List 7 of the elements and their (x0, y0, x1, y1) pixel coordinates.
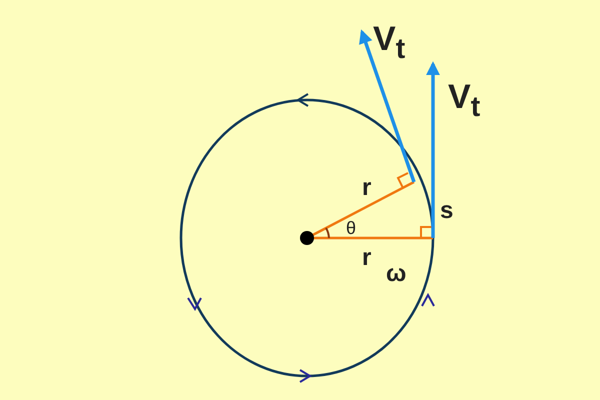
arc-length-label: s (440, 199, 454, 223)
angular-velocity-label: ω (386, 262, 406, 286)
radius-label: r (362, 246, 372, 270)
vector-label: V$_{t}$ (448, 80, 480, 122)
radius-label: r (362, 176, 372, 200)
angle-label: θ (346, 219, 356, 237)
vector-label: V$_{t}$ (373, 22, 406, 64)
